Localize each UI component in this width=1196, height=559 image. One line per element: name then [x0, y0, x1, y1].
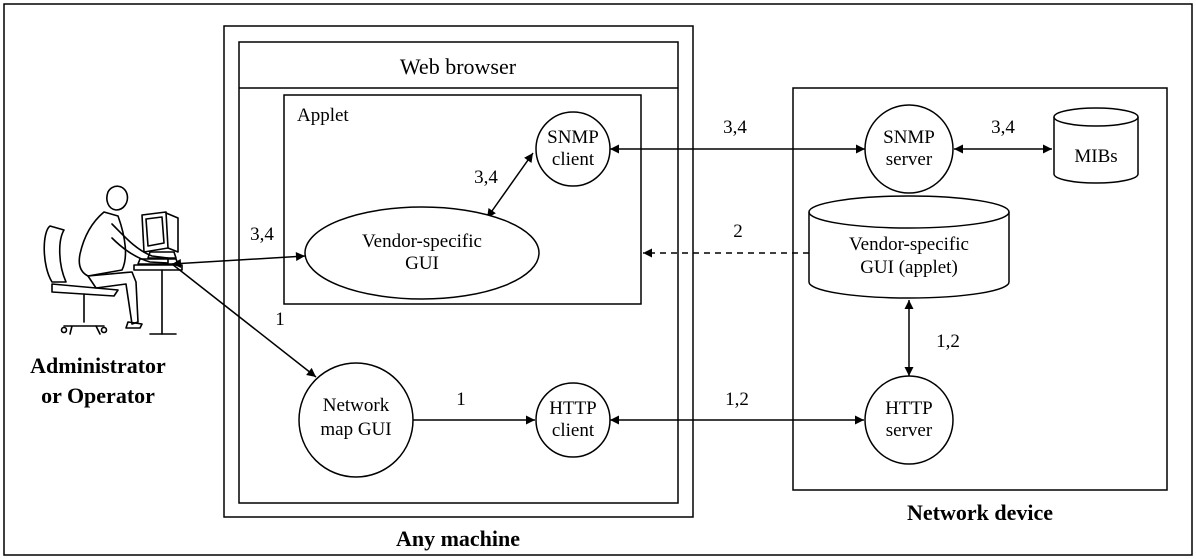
network-map-gui-label-2: map GUI	[320, 419, 391, 440]
http-server-label-1: HTTP	[885, 398, 933, 419]
edge-admin-vendor-gui	[171, 252, 306, 268]
vendor-gui-applet-cylinder	[808, 195, 1010, 299]
edge-vendor-gui-snmp-client	[486, 152, 534, 219]
mibs-label: MIBs	[1074, 146, 1117, 167]
applet-title: Applet	[297, 105, 349, 126]
any-machine-box	[223, 25, 694, 518]
http-server-label-2: server	[886, 420, 933, 441]
edge-label-snmp-server-mibs: 3,4	[991, 117, 1015, 138]
edge-admin-network-map	[171, 263, 317, 378]
vendor-gui-label-1: Vendor-specific	[362, 231, 482, 252]
snmp-client-label-2: client	[552, 149, 595, 170]
http-server-node	[864, 375, 954, 465]
edge-label-applet-repo-applet: 2	[733, 221, 743, 242]
snmp-client-label-1: SNMP	[547, 127, 599, 148]
vendor-gui-label-2: GUI	[405, 253, 439, 274]
applet-box	[283, 94, 642, 305]
snmp-client-node	[535, 111, 611, 187]
snmp-server-node	[864, 104, 954, 194]
administrator-person-icon	[43, 185, 183, 335]
edge-label-snmp-client-snmp-server: 3,4	[723, 117, 747, 138]
snmp-server-label-2: server	[886, 149, 933, 170]
vendor-gui-node	[304, 206, 540, 300]
web-browser-title: Web browser	[400, 54, 517, 79]
edge-label-http-client-http-server: 1,2	[725, 389, 749, 410]
web-browser-box	[238, 41, 679, 504]
network-map-gui-node	[298, 362, 414, 478]
edge-label-applet-repo-http-server: 1,2	[936, 331, 960, 352]
any-machine-label: Any machine	[396, 526, 520, 551]
network-device-label: Network device	[907, 500, 1053, 525]
administrator-label-2: or Operator	[41, 383, 155, 408]
edge-label-admin-vendor-gui: 3,4	[250, 224, 274, 245]
http-client-node	[535, 382, 611, 458]
mibs-cylinder	[1053, 107, 1139, 184]
vendor-gui-applet-label-1: Vendor-specific	[849, 234, 969, 255]
edge-label-admin-network-map: 1	[275, 309, 285, 330]
administrator-label-1: Administrator	[30, 353, 166, 378]
outer-frame	[3, 3, 1193, 556]
http-client-label-1: HTTP	[549, 398, 597, 419]
network-map-gui-label-1: Network	[323, 395, 390, 416]
vendor-gui-applet-label-2: GUI (applet)	[860, 257, 958, 278]
http-client-label-2: client	[552, 420, 595, 441]
edge-label-network-map-http-client: 1	[456, 389, 466, 410]
edge-label-vendor-gui-snmp-client: 3,4	[474, 167, 498, 188]
network-device-box	[792, 87, 1168, 491]
snmp-server-label-1: SNMP	[883, 127, 935, 148]
